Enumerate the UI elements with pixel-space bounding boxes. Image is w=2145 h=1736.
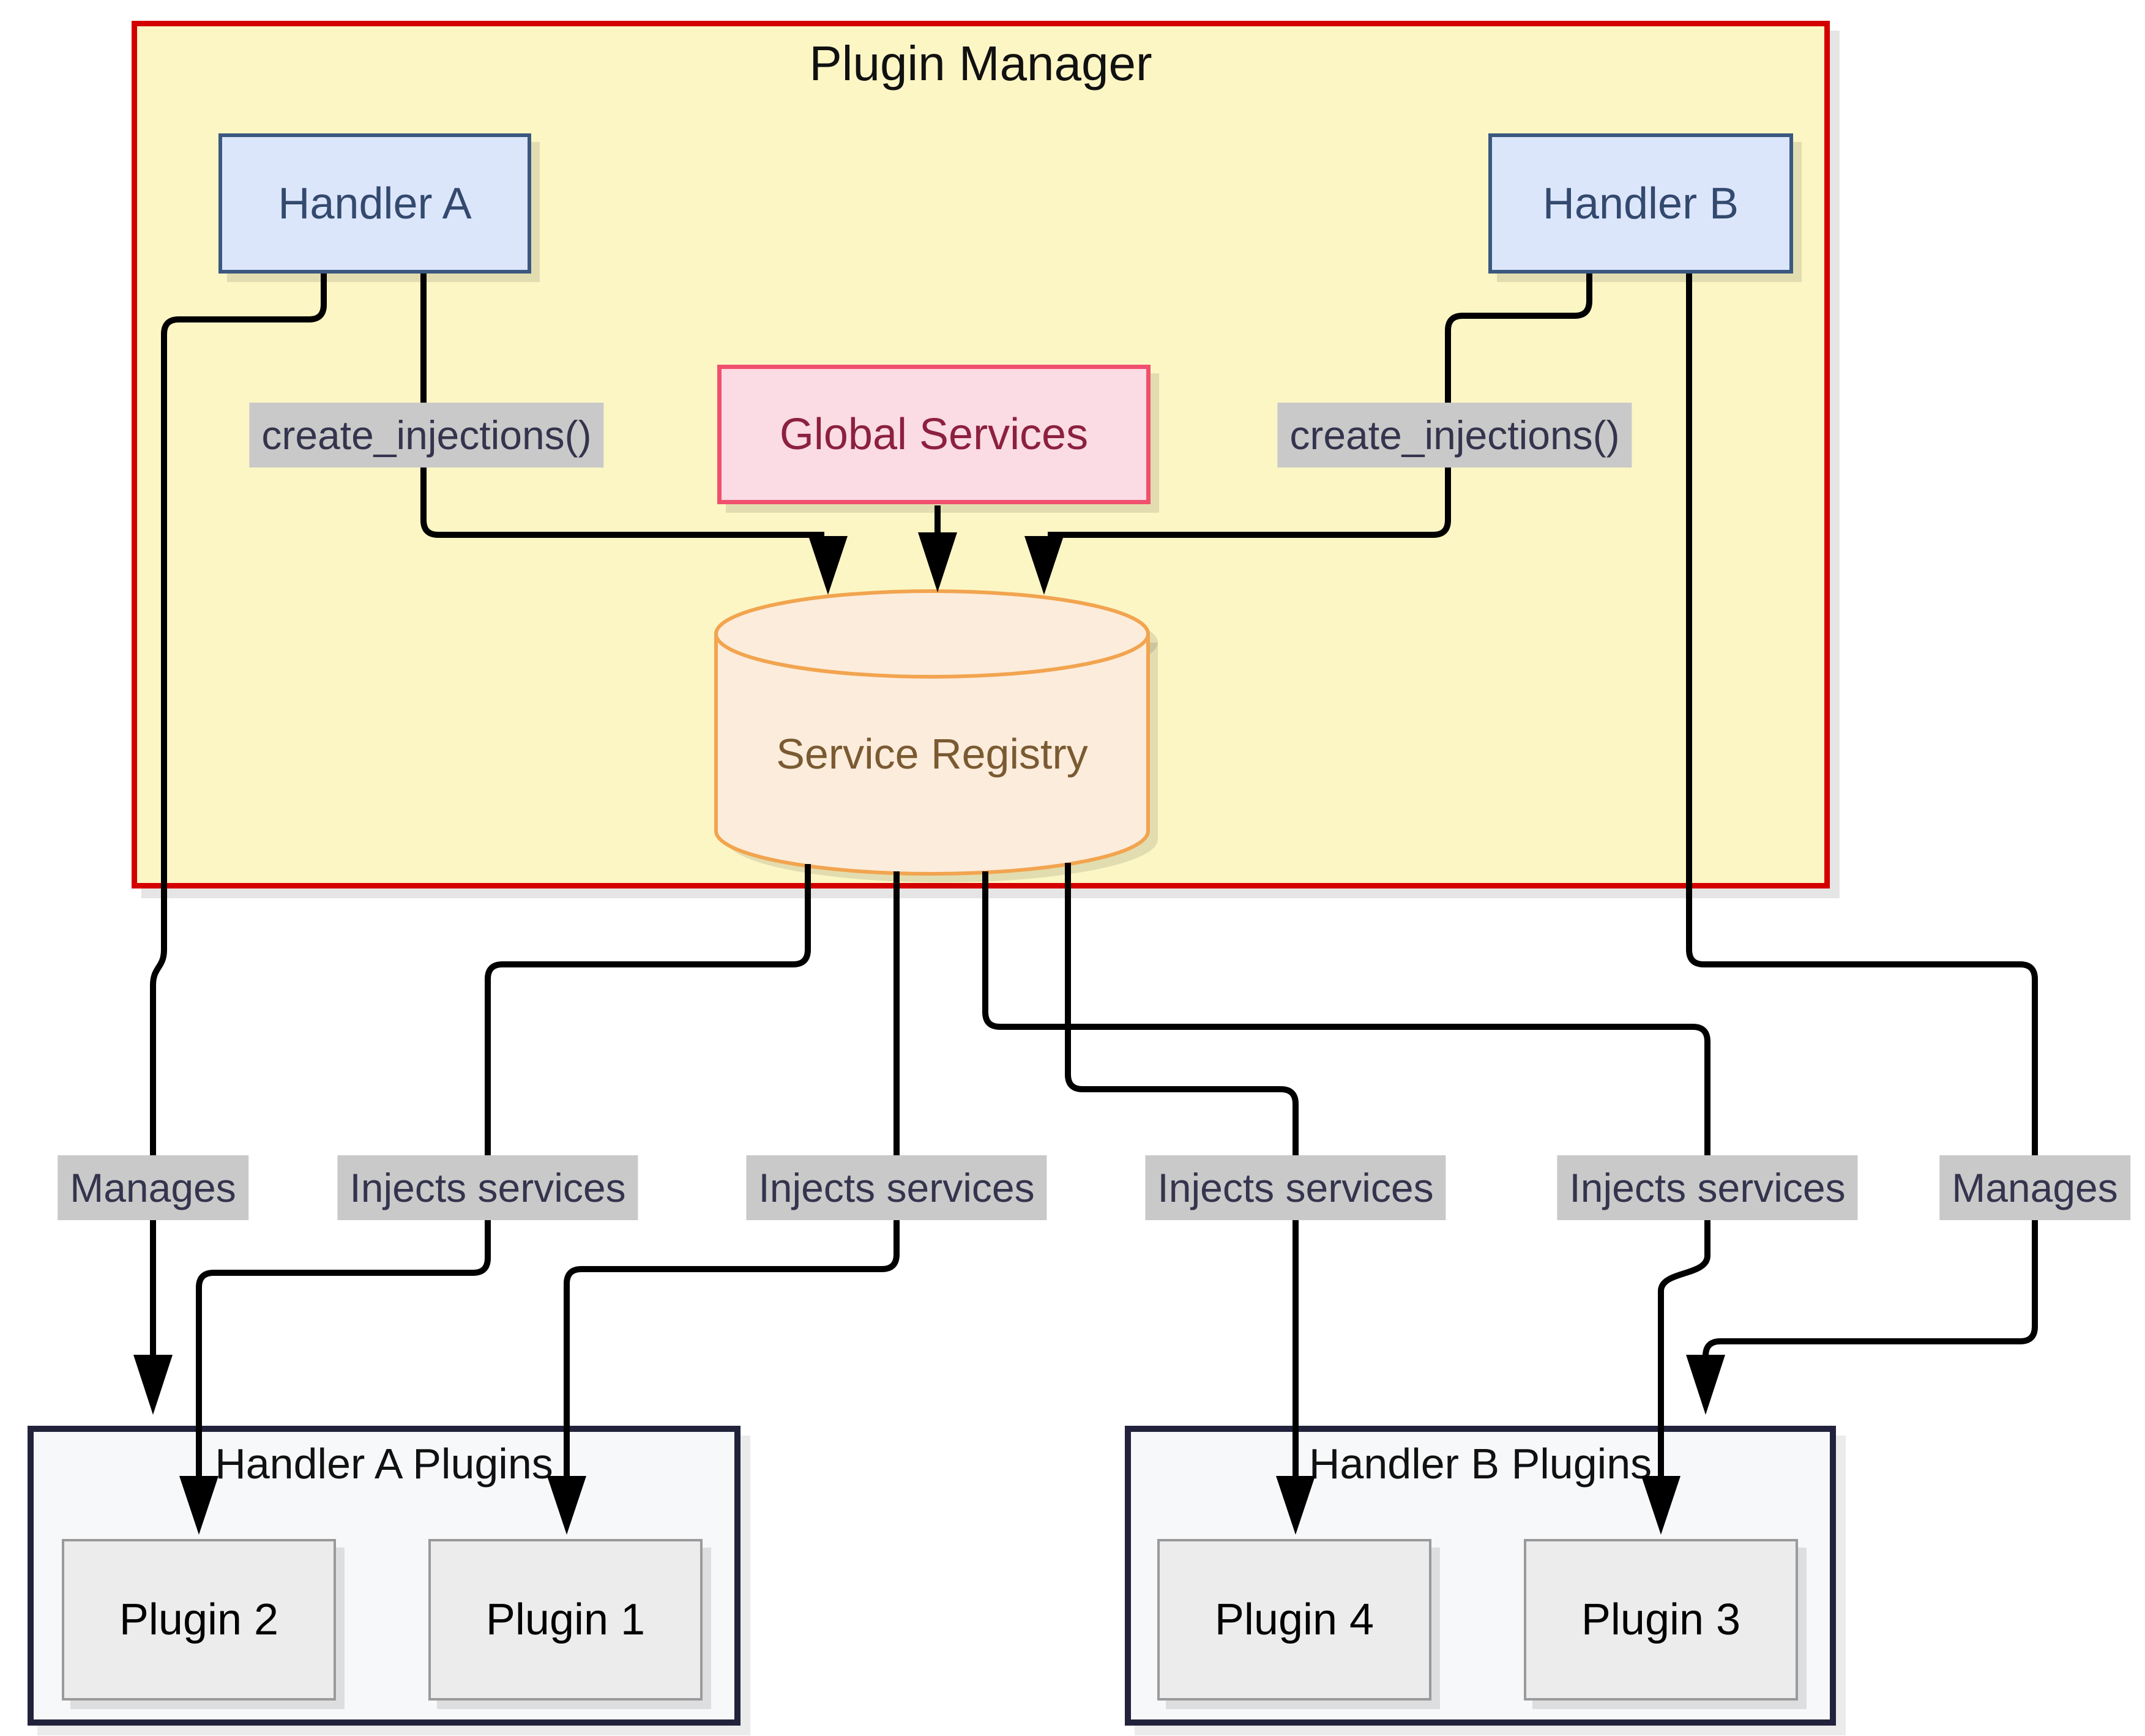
arrowhead-injects-plugin2 <box>179 1476 218 1535</box>
arrowhead-manages-a <box>133 1355 173 1415</box>
service-registry-cylinder: Service Registry <box>714 589 1150 876</box>
plugin-2-label: Plugin 2 <box>119 1595 279 1644</box>
edge-handler-b-create-injections <box>1048 274 1592 538</box>
plugin-3-label: Plugin 3 <box>1581 1595 1741 1644</box>
edge-label-injects-4: Injects services <box>1557 1155 1858 1220</box>
arrowhead-global-services <box>918 532 957 592</box>
service-registry-label: Service Registry <box>776 730 1088 778</box>
edge-label-create-injections-b: create_injections() <box>1277 403 1632 468</box>
arrowhead-manages-b <box>1686 1355 1725 1415</box>
node-global-services: Global Services <box>717 365 1151 504</box>
node-plugin-4: Plugin 4 <box>1157 1539 1431 1701</box>
handler-b-label: Handler B <box>1542 179 1739 228</box>
plugin-4-label: Plugin 4 <box>1214 1595 1375 1644</box>
node-handler-b: Handler B <box>1488 133 1793 274</box>
plugin-1-label: Plugin 1 <box>485 1595 646 1644</box>
edge-registry-plugin4 <box>1065 863 1299 1481</box>
edge-label-manages-b: Manages <box>1939 1155 2130 1220</box>
edge-label-create-injections-a: create_injections() <box>249 403 604 468</box>
edge-registry-plugin2 <box>196 864 811 1481</box>
edge-label-injects-3: Injects services <box>1145 1155 1446 1220</box>
edge-label-injects-1: Injects services <box>337 1155 638 1220</box>
edge-label-manages-a: Manages <box>58 1155 248 1220</box>
edge-handler-b-manages <box>1686 274 2038 1363</box>
node-plugin-3: Plugin 3 <box>1524 1539 1798 1701</box>
node-plugin-1: Plugin 1 <box>428 1539 703 1701</box>
node-plugin-2: Plugin 2 <box>62 1539 336 1701</box>
edge-label-injects-2: Injects services <box>746 1155 1047 1220</box>
arrowhead-injects-plugin3 <box>1641 1476 1681 1535</box>
global-services-label: Global Services <box>779 410 1089 459</box>
handler-a-label: Handler A <box>278 179 472 228</box>
arrowhead-injects-plugin4 <box>1276 1476 1315 1535</box>
handler-a-plugins-title: Handler A Plugins <box>215 1440 553 1488</box>
edge-registry-plugin1 <box>564 871 900 1481</box>
arrowhead-create-injections-a <box>808 536 848 595</box>
edge-registry-plugin3 <box>982 871 1710 1481</box>
arrowhead-create-injections-b <box>1024 536 1064 595</box>
arrowhead-injects-plugin1 <box>547 1476 586 1535</box>
handler-b-plugins-title: Handler B Plugins <box>1308 1440 1652 1488</box>
plugin-manager-title: Plugin Manager <box>809 36 1152 91</box>
edge-handler-a-manages <box>150 274 327 1363</box>
node-handler-a: Handler A <box>218 133 531 274</box>
edge-handler-a-create-injections <box>420 274 824 538</box>
